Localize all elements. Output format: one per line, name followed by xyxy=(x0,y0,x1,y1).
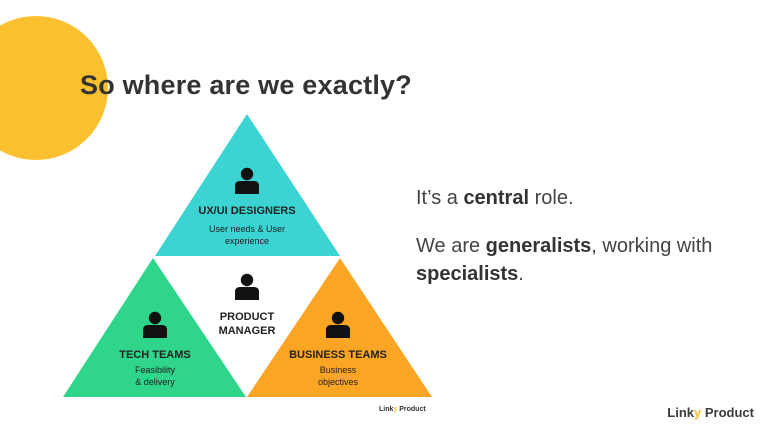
ux-description-line1: User needs & User xyxy=(209,224,285,234)
ux-heading: UX/UI DESIGNERS xyxy=(198,205,295,217)
slide-title: So where are we exactly? xyxy=(80,70,412,100)
pm-label-line2: MANAGER xyxy=(219,325,276,337)
pm-label-line1: PRODUCT xyxy=(220,311,275,323)
statements: It’s a central role. We are generalists,… xyxy=(416,184,756,308)
tech-description-line2: & delivery xyxy=(135,377,175,387)
diagram-watermark-logo: Linky Product xyxy=(379,406,426,413)
brand-logo: Linky Product xyxy=(667,405,754,420)
tech-description-line1: Feasibility xyxy=(135,365,176,375)
statement-central-role: It’s a central role. xyxy=(416,187,574,209)
ux-description-line2: experience xyxy=(225,236,269,246)
business-heading: BUSINESS TEAMS xyxy=(289,349,387,361)
business-description-line1: Business xyxy=(320,365,357,375)
tech-heading: TECH TEAMS xyxy=(119,349,191,361)
center-triangle xyxy=(155,257,340,397)
business-description-line2: objectives xyxy=(318,377,359,387)
statement-generalists: We are generalists, working with special… xyxy=(416,235,713,285)
